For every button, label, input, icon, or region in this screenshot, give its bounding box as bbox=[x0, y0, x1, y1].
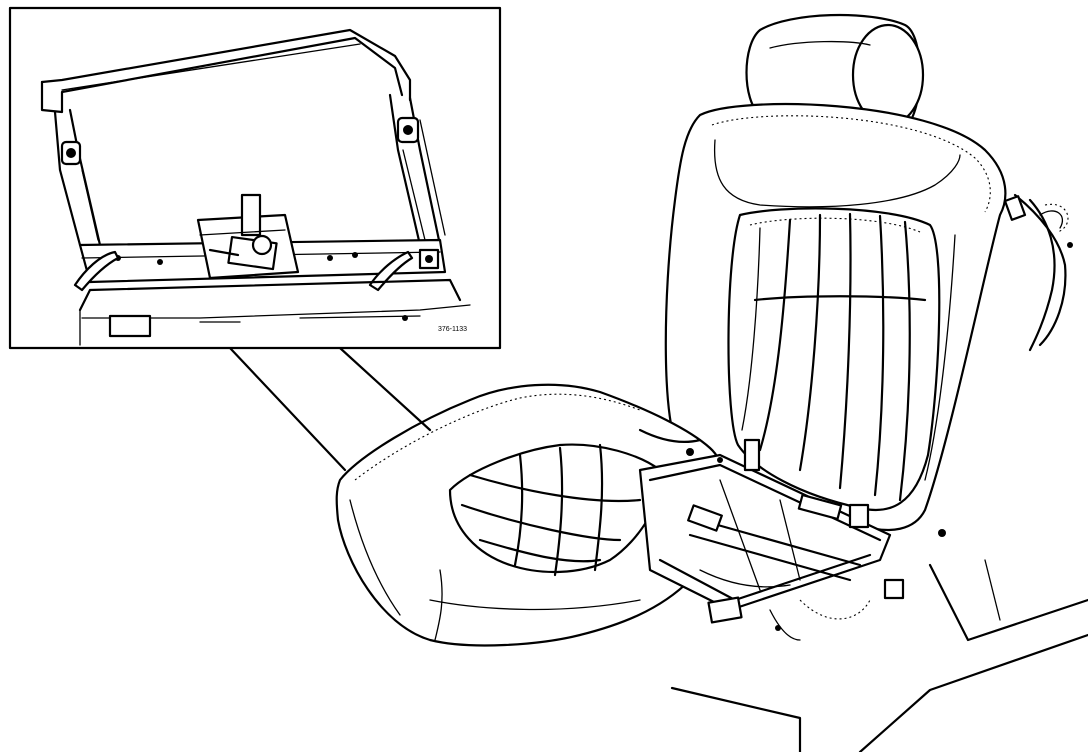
inset-detail: 376-1133 bbox=[8, 6, 502, 350]
reference-code: 376-1133 bbox=[438, 326, 467, 333]
seat-frame-icon bbox=[40, 28, 471, 346]
floor-lines bbox=[670, 559, 1088, 752]
backrest bbox=[664, 102, 1007, 532]
seat-belt bbox=[1003, 193, 1073, 352]
leader-lines bbox=[228, 346, 432, 472]
seat-rails bbox=[638, 428, 946, 641]
